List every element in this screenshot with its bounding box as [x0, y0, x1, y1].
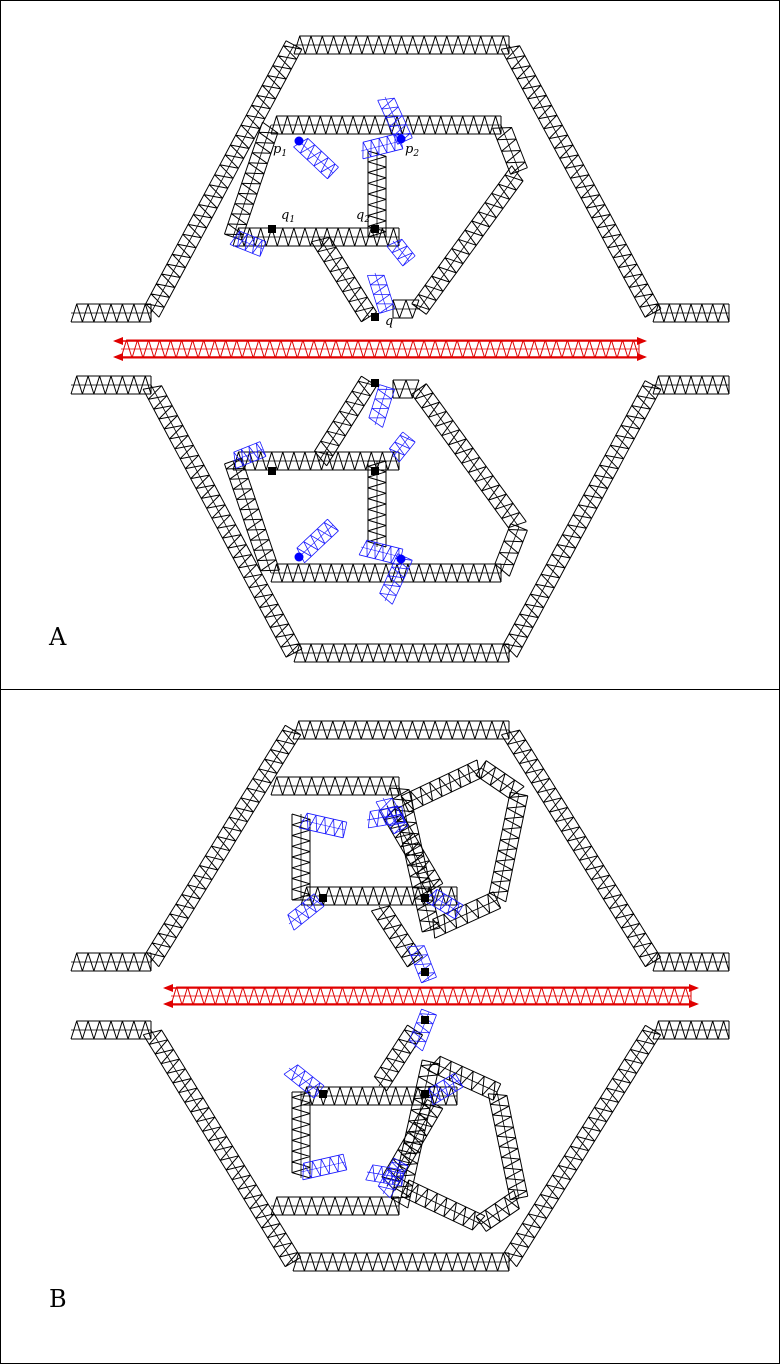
hinge-bottom-0: [296, 518, 339, 564]
left-leg-top: [224, 121, 279, 241]
hinge-top-5: [367, 272, 395, 314]
outer-frame-top: [70, 35, 730, 323]
left-leg-bottom: [291, 1091, 311, 1179]
inner-loop-top: [270, 759, 529, 939]
diagonal-link-top: [310, 236, 378, 323]
marker-q1-mirror: [268, 467, 276, 475]
hinge-top-2: [377, 96, 413, 145]
red-bar: [163, 984, 699, 1008]
hinge-bottom-3: [358, 539, 404, 566]
hinge-top-3: [287, 893, 325, 931]
vertical-link-bottom: [367, 460, 387, 548]
label-p2: p2: [405, 142, 419, 159]
label-q1: q1: [281, 208, 295, 225]
panel-b-diagram: [70, 720, 730, 1272]
hinge-top-0: [293, 138, 339, 180]
hinge-top-1: [229, 230, 267, 257]
marker-p2: [396, 134, 406, 144]
red-bar: [113, 337, 647, 361]
marker-p1: [294, 136, 304, 146]
lower-link-bottom: [373, 1024, 424, 1092]
outer-frame-bottom: [70, 1020, 730, 1272]
marker-left-bottom: [319, 1090, 327, 1098]
panel-a-label: A: [49, 623, 67, 651]
left-leg-bottom: [224, 457, 280, 574]
hinge-bottom-2: [379, 553, 413, 605]
marker-p1-mirror: [294, 552, 304, 562]
inner-loop-bottom: [270, 379, 528, 583]
hinge-bottom-4: [389, 431, 416, 463]
diagonal-link-bottom: [314, 375, 378, 467]
marker-q-mirror: [371, 379, 379, 387]
hinge-bottom-1: [232, 441, 267, 469]
inner-loop-top: [270, 115, 528, 319]
hinge-bottom-0: [300, 1153, 348, 1181]
marker-left-top: [319, 894, 327, 902]
hinge-top-3: [360, 132, 404, 160]
hinge-top-2: [366, 805, 405, 829]
hinge-bottom-5: [368, 384, 395, 428]
hinge-bottom-3: [283, 1064, 325, 1099]
marker-p2-mirror: [396, 554, 406, 564]
hinge-bottom-4: [428, 1072, 464, 1106]
hinge-bottom-5: [408, 1008, 437, 1052]
marker-q1: [268, 225, 276, 233]
marker-center-top: [421, 968, 429, 976]
outer-frame-top: [70, 720, 730, 972]
hinge-top-4: [386, 238, 416, 267]
label-p1: p1: [273, 142, 287, 159]
marker-right-bottom: [421, 1090, 429, 1098]
hinge-top-0: [298, 812, 348, 839]
lower-link-top: [370, 905, 424, 968]
label-q: q: [385, 314, 393, 329]
outer-frame-bottom: [70, 375, 730, 663]
hinge-bottom-2: [365, 1164, 405, 1187]
hinge-top-4: [424, 889, 464, 920]
panel-b-label: B: [49, 1285, 67, 1313]
marker-q: [371, 313, 379, 321]
marker-right-top: [421, 894, 429, 902]
vertical-link-top: [367, 150, 387, 238]
marker-q2: [371, 225, 379, 233]
panel-b: B: [0, 689, 780, 1364]
marker-center-bottom: [421, 1016, 429, 1024]
marker-q2-mirror: [371, 467, 379, 475]
